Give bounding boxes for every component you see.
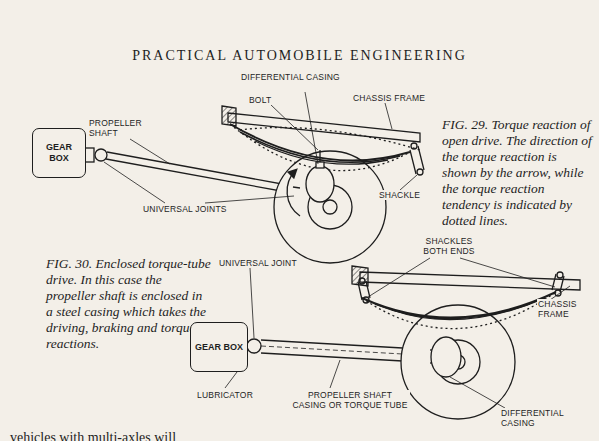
node-text: GEAR BOX	[195, 342, 243, 353]
part-label: DIFFERENTIAL CASING	[240, 72, 341, 82]
part-label: LUBRICATOR	[196, 390, 254, 400]
page-title: PRACTICAL AUTOMOBILE ENGINEERING	[0, 48, 599, 64]
part-label: SHACKLE	[378, 190, 421, 200]
gear-box: GEAR BOX	[32, 128, 86, 178]
part-label: UNIVERSAL JOINTS	[142, 204, 228, 214]
part-label: CHASSIS FRAME	[352, 93, 426, 103]
part-label: UNIVERSAL JOINT	[218, 258, 298, 268]
gear-box: GEAR BOX	[190, 322, 248, 372]
part-label: DIFFERENTIAL CASING	[500, 408, 580, 428]
figure-caption: FIG. 29. Torque reaction of open drive. …	[442, 117, 594, 229]
part-label: PROPELLER SHAFT CASING OR TORQUE TUBE	[290, 390, 410, 410]
part-label: PROPELLER SHAFT	[88, 118, 160, 138]
part-label: SHACKLES BOTH ENDS	[418, 236, 480, 256]
node-text: GEAR BOX	[37, 142, 81, 164]
part-label: CHASSIS FRAME	[537, 299, 594, 319]
figure-caption: FIG. 30. Enclosed torque-tube drive. In …	[46, 256, 211, 352]
body-text: vehicles with multi-axles will	[10, 430, 590, 441]
part-label: BOLT	[248, 95, 272, 105]
